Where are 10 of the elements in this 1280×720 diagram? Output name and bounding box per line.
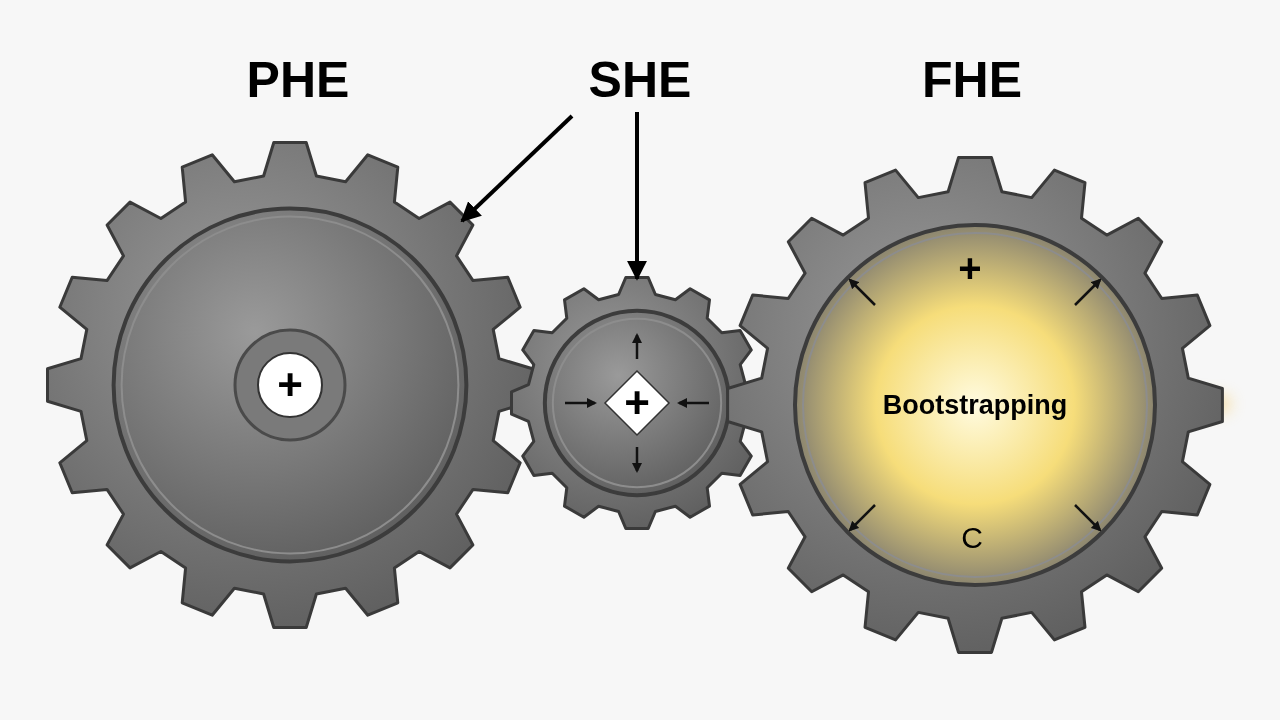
plus-sign: +: [277, 363, 303, 407]
arrow: [460, 114, 574, 223]
title-label: FHE: [922, 55, 1022, 105]
plus-sign: +: [958, 248, 982, 288]
title-label: SHE: [588, 55, 692, 105]
bootstrapping-label: Bootstrapping: [882, 391, 1068, 419]
arrow: [627, 112, 647, 281]
plus-sign: +: [624, 381, 650, 425]
gear-label: C: [961, 523, 983, 553]
title-label: PHE: [246, 55, 350, 105]
